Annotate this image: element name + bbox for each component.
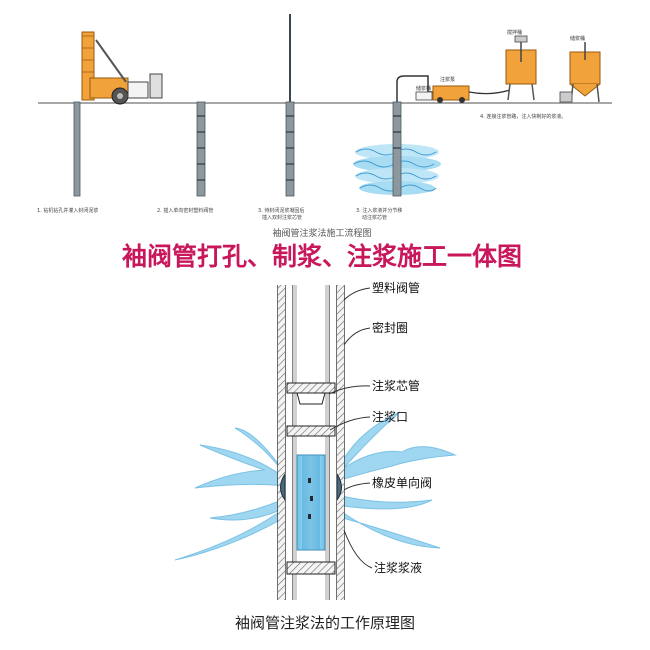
- headline-title: 袖阀管打孔、制浆、注浆施工一体图: [122, 242, 522, 271]
- equip-label-storage-a: 储浆桶: [570, 35, 585, 42]
- valve-pipe-4-sleeves: [393, 115, 401, 149]
- equip-label-pump: 注浆泵: [440, 76, 455, 83]
- valve-pipe-2: [196, 101, 206, 197]
- step-3-caption-line2: 插入双封注浆芯管: [262, 214, 302, 221]
- step-3b-caption: 3. 注入浆液并分节移: [356, 207, 402, 214]
- grout-pump-icon: [415, 85, 470, 103]
- pump-to-mixer-hose: [468, 89, 511, 95]
- storage-tank-icon: [559, 42, 601, 103]
- step-2-caption: 2. 插入单向密封塑料阀管: [157, 207, 213, 214]
- principle-diagram-caption: 袖阀管注浆法的工作原理图: [235, 614, 415, 632]
- left-grout-sheath: [278, 285, 285, 600]
- label-seal-ring: 密封圈: [372, 320, 408, 335]
- borehole-1: [73, 101, 81, 197]
- right-grout-sheath: [337, 285, 344, 600]
- grout-core-pipe: [292, 285, 330, 600]
- equip-label-storage-b: 储浆桶: [416, 85, 431, 92]
- step-1-caption: 1. 钻机钻孔并灌入封闭泥浆: [37, 207, 98, 214]
- label-grout-port: 注浆口: [372, 409, 408, 424]
- label-plastic-valve-pipe: 塑料阀管: [372, 280, 420, 295]
- grout-fluid-cracks: [174, 411, 457, 561]
- valve-pipe-3-sleeves: [286, 115, 294, 181]
- step-4-caption: 4. 连接注浆管路，注入快制好的浆液。: [480, 113, 566, 120]
- mixing-tank-icon: [505, 35, 537, 101]
- rubber-check-valve: [280, 472, 342, 502]
- lower-seal-ring: [286, 561, 336, 575]
- borehole-wall: [277, 285, 345, 600]
- equip-label-mixer: 搅拌桶: [507, 29, 522, 36]
- callout-lines: [328, 287, 373, 569]
- label-grout-fluid: 注浆浆液: [374, 560, 422, 575]
- upper-seal-ring: [286, 382, 336, 437]
- label-rubber-check-valve: 橡皮单向阀: [372, 475, 432, 490]
- grout-hose: [396, 75, 440, 102]
- drill-rig-icon: [81, 31, 163, 105]
- construction-flow-panel: 注浆泵 搅拌桶 储浆桶 储浆桶 1. 钻机钻孔并灌入封闭泥浆 2. 插入单向密封…: [37, 14, 612, 239]
- label-grout-core-pipe: 注浆芯管: [372, 378, 420, 393]
- valve-pipe-3: [285, 101, 295, 197]
- valve-pipe-2-sleeves: [197, 115, 205, 181]
- flow-chart-caption: 袖阀管注浆法施工流程图: [272, 227, 371, 239]
- grout-ports: [308, 478, 313, 519]
- step-3-caption: 3. 待封闭泥浆凝固后: [258, 207, 304, 214]
- working-principle-panel: 塑料阀管 密封圈 注浆芯管 注浆口 橡皮单向阀 注浆浆液 袖阀管注浆法的工作原理…: [174, 280, 457, 632]
- step-3b-caption-line2: 动注浆芯管: [362, 214, 387, 221]
